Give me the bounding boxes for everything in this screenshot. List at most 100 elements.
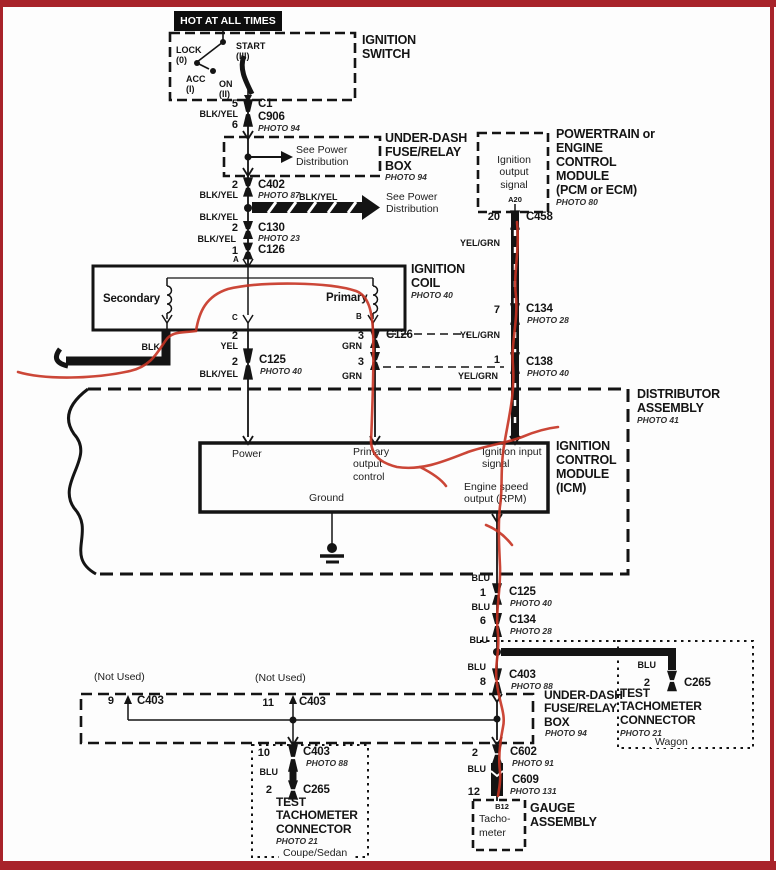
gauge-terminal-b12: B12 <box>484 802 520 812</box>
coil-terminal-b: B <box>356 312 362 321</box>
c134b-photo: PHOTO 28 <box>510 626 552 636</box>
c125-wire-bottom: BLK/YEL <box>199 369 238 379</box>
yelgrn-label-3: YEL/GRN <box>457 371 498 381</box>
red-highlight-trace <box>16 220 560 798</box>
c126b-pin-top: 3 <box>357 330 364 342</box>
blu-label-3: BLU <box>469 635 489 645</box>
c458-name: C458 <box>526 211 553 223</box>
switch-pos-acc: ACC (I) <box>186 74 206 95</box>
blu-label-4: BLU <box>467 662 487 672</box>
c126b-name: C126 <box>386 329 413 341</box>
coil-secondary-label: Secondary <box>103 293 161 305</box>
c134-photo: PHOTO 28 <box>527 315 569 325</box>
c906-name: C906 <box>258 111 285 123</box>
switch-pos-on: ON (II) <box>219 79 233 100</box>
pcm-title: POWERTRAIN or ENGINE CONTROL MODULE (PCM… <box>556 127 655 197</box>
c130-name: C130 <box>258 222 285 234</box>
ignition-switch-drawing <box>168 31 357 103</box>
c265b-pin: 2 <box>265 784 272 796</box>
c403c-pin: 11 <box>262 697 274 709</box>
yelgrn-label-2: YEL/GRN <box>459 330 500 340</box>
test-connector-coupe-title: TEST TACHOMETER CONNECTOR <box>276 795 358 836</box>
c403a-photo: PHOTO 88 <box>511 681 553 691</box>
see-power-inside: See Power Distribution <box>296 144 349 169</box>
pcm-signal-label: Ignition output signal <box>497 154 531 191</box>
c125-name: C125 <box>259 354 286 366</box>
pcm-photo: PHOTO 80 <box>556 197 598 207</box>
c402-pin: 2 <box>231 179 238 191</box>
secondary-wire-color: BLK <box>141 342 161 352</box>
c130-wire-bottom: BLK/YEL <box>197 234 236 244</box>
icm-primary-label: Primary output control <box>353 446 390 483</box>
distributor-title: DISTRIBUTOR ASSEMBLY <box>637 387 720 415</box>
c265a-pin: 2 <box>643 677 650 689</box>
c609-name: C609 <box>512 774 539 786</box>
not-used-label-2: (Not Used) <box>255 672 306 684</box>
icm-box <box>198 441 550 514</box>
fusebox-bottom-photo: PHOTO 94 <box>545 728 587 738</box>
c134b-name: C134 <box>509 614 536 626</box>
c403d-name: C403 <box>303 746 330 758</box>
gauge-blu-label: BLU <box>467 764 487 774</box>
c130-photo: PHOTO 23 <box>258 233 300 243</box>
c138-pin: 1 <box>493 354 500 366</box>
c906-photo: PHOTO 94 <box>258 123 300 133</box>
pcm-terminal-a20: A20 <box>508 195 522 204</box>
c403b-name: C403 <box>137 695 164 707</box>
c125-pin-bottom: 2 <box>231 356 238 368</box>
wagon-label: Wagon <box>651 736 692 749</box>
test-connector-coupe-photo: PHOTO 21 <box>276 836 318 846</box>
c125-photo: PHOTO 40 <box>260 366 302 376</box>
gauge-box <box>471 798 527 852</box>
c134-name: C134 <box>526 303 553 315</box>
wagon-blu-label: BLU <box>637 660 657 670</box>
c126b-wire-top: GRN <box>342 341 362 351</box>
distributor-box <box>67 387 630 576</box>
c403d-photo: PHOTO 88 <box>306 758 348 768</box>
c130-wire-top: BLK/YEL <box>199 212 238 222</box>
switch-pos-start: START (III) <box>236 41 266 62</box>
c1-pin: 5 <box>231 98 238 110</box>
c403b-pin: 9 <box>107 695 114 707</box>
c609-photo: PHOTO 131 <box>510 786 557 796</box>
see-power-right: See Power Distribution <box>386 191 439 216</box>
c130-pin: 2 <box>231 222 238 234</box>
c125b-name: C125 <box>509 586 536 598</box>
c458-pin: 20 <box>487 211 500 223</box>
ignition-switch-title: IGNITION SWITCH <box>362 33 416 61</box>
c906-wire-color: BLK/YEL <box>199 109 238 119</box>
hot-at-all-times-label: HOT AT ALL TIMES <box>174 11 282 31</box>
fusebox-top-photo: PHOTO 94 <box>385 172 427 182</box>
c602-name: C602 <box>510 746 537 758</box>
c602-photo: PHOTO 91 <box>512 758 554 768</box>
blu-label-1: BLU <box>471 573 491 583</box>
coil-terminal-a: A <box>233 255 239 264</box>
coupe-sedan-label: Coupe/Sedan <box>279 847 352 860</box>
c125b-photo: PHOTO 40 <box>510 598 552 608</box>
gauge-title: GAUGE ASSEMBLY <box>530 801 597 829</box>
yelgrn-label-1: YEL/GRN <box>459 238 500 248</box>
coil-title: IGNITION COIL <box>411 262 465 290</box>
c126-name: C126 <box>258 244 285 256</box>
fusebox-bottom-title: UNDER-DASH FUSE/RELAY BOX <box>544 688 623 729</box>
c402-photo: PHOTO 87 <box>258 190 300 200</box>
c402-name: C402 <box>258 179 285 191</box>
power-dist-wire-color: BLK/YEL <box>299 192 338 202</box>
not-used-label-1: (Not Used) <box>94 671 145 683</box>
icm-power-label: Power <box>232 448 262 460</box>
c602-pin: 2 <box>471 747 478 759</box>
c125-pin-top: 2 <box>231 330 238 342</box>
c134b-pin: 6 <box>479 615 486 627</box>
c906-pin: 6 <box>231 119 238 131</box>
c609-pin: 12 <box>467 786 480 798</box>
switch-pos-lock: LOCK (0) <box>176 45 202 66</box>
c134-pin: 7 <box>493 304 500 316</box>
fusebox-top-title: UNDER-DASH FUSE/RELAY BOX <box>385 131 468 173</box>
coil-primary-label: Primary <box>326 292 368 304</box>
coupe-blu-label: BLU <box>259 767 279 777</box>
fusebox-top-box <box>222 130 382 212</box>
wagon-branch-wire <box>501 648 676 670</box>
